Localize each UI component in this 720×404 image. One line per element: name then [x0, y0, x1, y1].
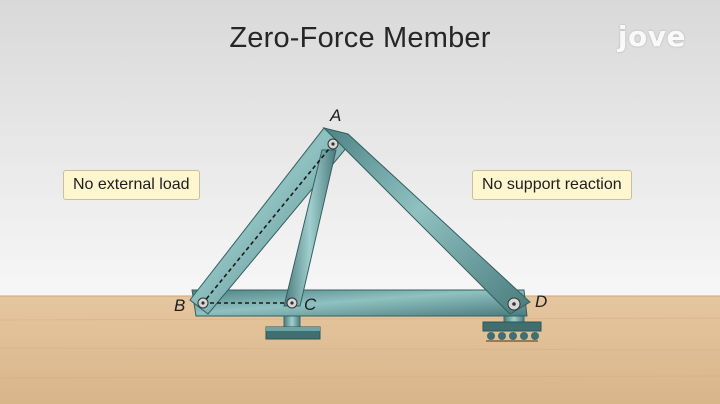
member-bd	[191, 289, 528, 317]
note-no-support-reaction: No support reaction	[472, 170, 632, 200]
page-title: Zero-Force Member	[229, 22, 491, 54]
node-label-b: B	[174, 296, 186, 315]
member-ad	[322, 127, 531, 315]
node-label-a: A	[330, 106, 342, 125]
jove-logo-icon: jove	[617, 20, 686, 53]
node-label-d: D	[535, 292, 548, 311]
joint-pins	[197, 138, 521, 311]
node-label-c: C	[304, 295, 317, 314]
dashed-zero-force-lines	[202, 143, 334, 304]
truss	[189, 127, 531, 317]
note-no-external-load: No external load	[63, 170, 200, 200]
member-ac	[283, 149, 337, 307]
